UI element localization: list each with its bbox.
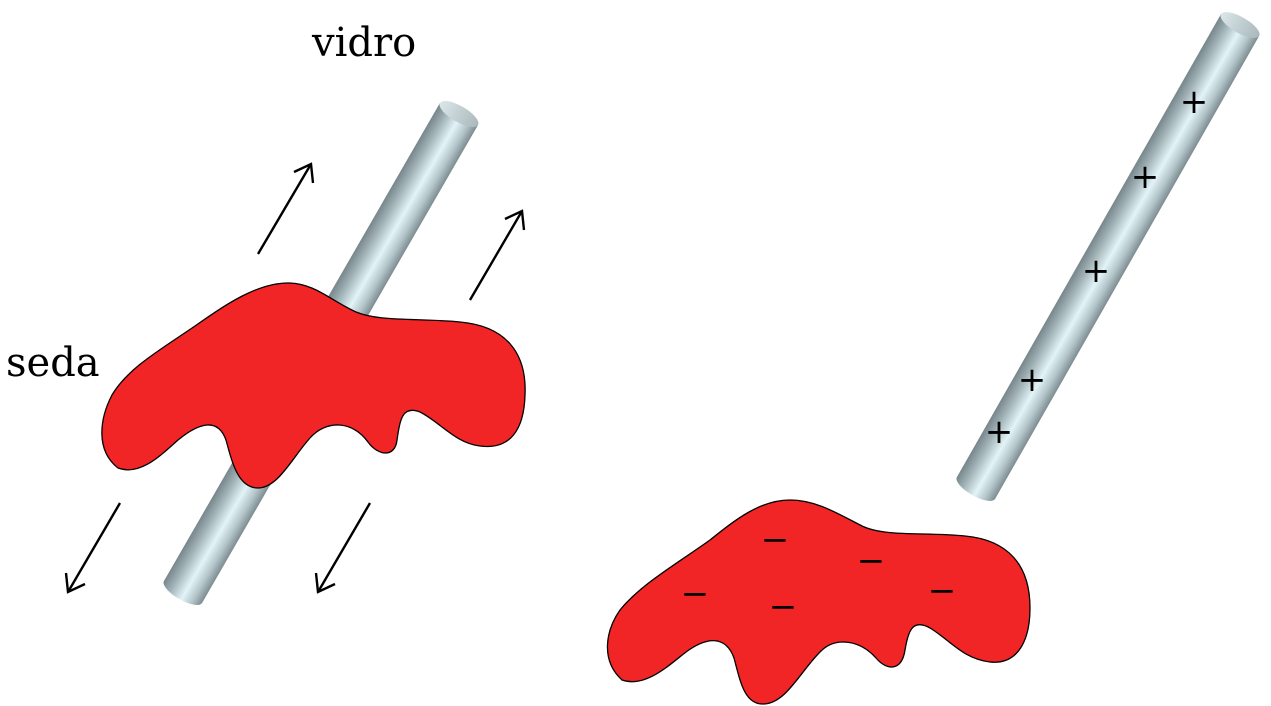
arrow-icon bbox=[468, 209, 526, 301]
positive-charge: + bbox=[1018, 360, 1047, 400]
glass-rod-right-bottom-end bbox=[956, 475, 996, 501]
silk-cloth-left bbox=[101, 282, 526, 489]
negative-charge: − bbox=[761, 520, 790, 560]
rod-positive-charges: + + + + + bbox=[985, 82, 1209, 452]
positive-charge: + bbox=[1131, 157, 1160, 197]
negative-charge: − bbox=[769, 587, 798, 627]
glass-rod-right bbox=[956, 12, 1260, 501]
silk-cloth-right bbox=[606, 499, 1031, 705]
arrow-icon bbox=[256, 162, 315, 255]
glass-rod-left-top-cap bbox=[439, 100, 479, 127]
glass-rod-left-bottom-end bbox=[163, 579, 203, 605]
glass-rod-right-body bbox=[956, 14, 1260, 499]
glass-rod-right-top-cap bbox=[1220, 12, 1260, 38]
arrow-icon bbox=[64, 502, 122, 594]
positive-charge: + bbox=[1180, 82, 1209, 122]
charged-scene: + + + + + − − − − − bbox=[606, 12, 1260, 705]
arrow-icon bbox=[314, 502, 372, 594]
silk-label: seda bbox=[6, 340, 100, 386]
negative-charge: − bbox=[928, 571, 957, 611]
glass-label: vidro bbox=[311, 20, 416, 66]
positive-charge: + bbox=[985, 412, 1014, 452]
negative-charge: − bbox=[681, 574, 710, 614]
cloth-negative-charges: − − − − − bbox=[681, 520, 957, 627]
negative-charge: − bbox=[857, 541, 886, 581]
rubbing-scene: vidro seda bbox=[6, 20, 526, 605]
positive-charge: + bbox=[1082, 251, 1111, 291]
